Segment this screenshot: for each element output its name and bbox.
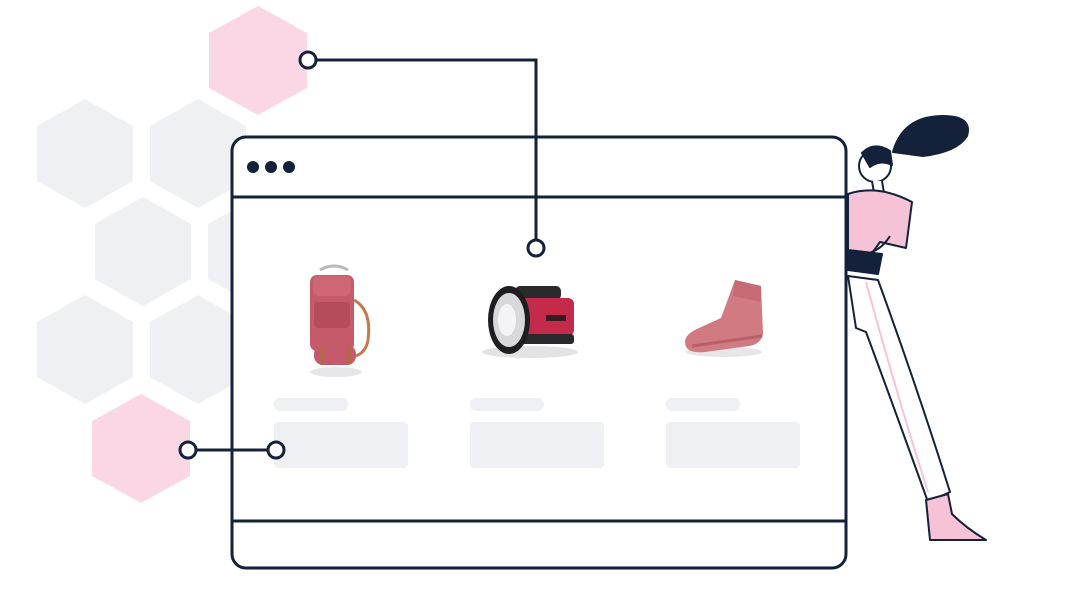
hexagon [95,197,191,306]
connector-node [178,440,198,460]
connector-top [316,58,538,240]
product-title-placeholder [274,398,348,411]
pink-hexagon-top [209,6,307,115]
window-dot[interactable] [247,161,259,173]
product-title-placeholder [666,398,740,411]
backpack-icon[interactable] [310,264,371,377]
hexagon [37,99,133,208]
window-dot[interactable] [283,161,295,173]
product-card-3[interactable] [666,398,800,468]
product-description-placeholder [666,422,800,468]
flashlight-icon[interactable] [482,286,578,358]
boot-icon[interactable] [685,280,763,357]
product-description-placeholder [274,422,408,468]
woman-leaning-illustration [847,115,987,541]
browser-window [230,135,848,570]
product-description-placeholder [470,422,604,468]
connector-node [526,238,546,258]
hexagon [37,295,133,404]
pink-hexagon-bottom [92,394,190,503]
hexagon [150,295,246,404]
window-control-dots[interactable] [247,161,295,173]
product-title-placeholder [470,398,544,411]
product-card-2[interactable] [470,398,604,468]
product-card-1[interactable] [274,398,408,468]
connector-node [298,50,318,70]
hexagon [150,99,246,208]
connector-node [266,440,286,460]
window-dot[interactable] [265,161,277,173]
